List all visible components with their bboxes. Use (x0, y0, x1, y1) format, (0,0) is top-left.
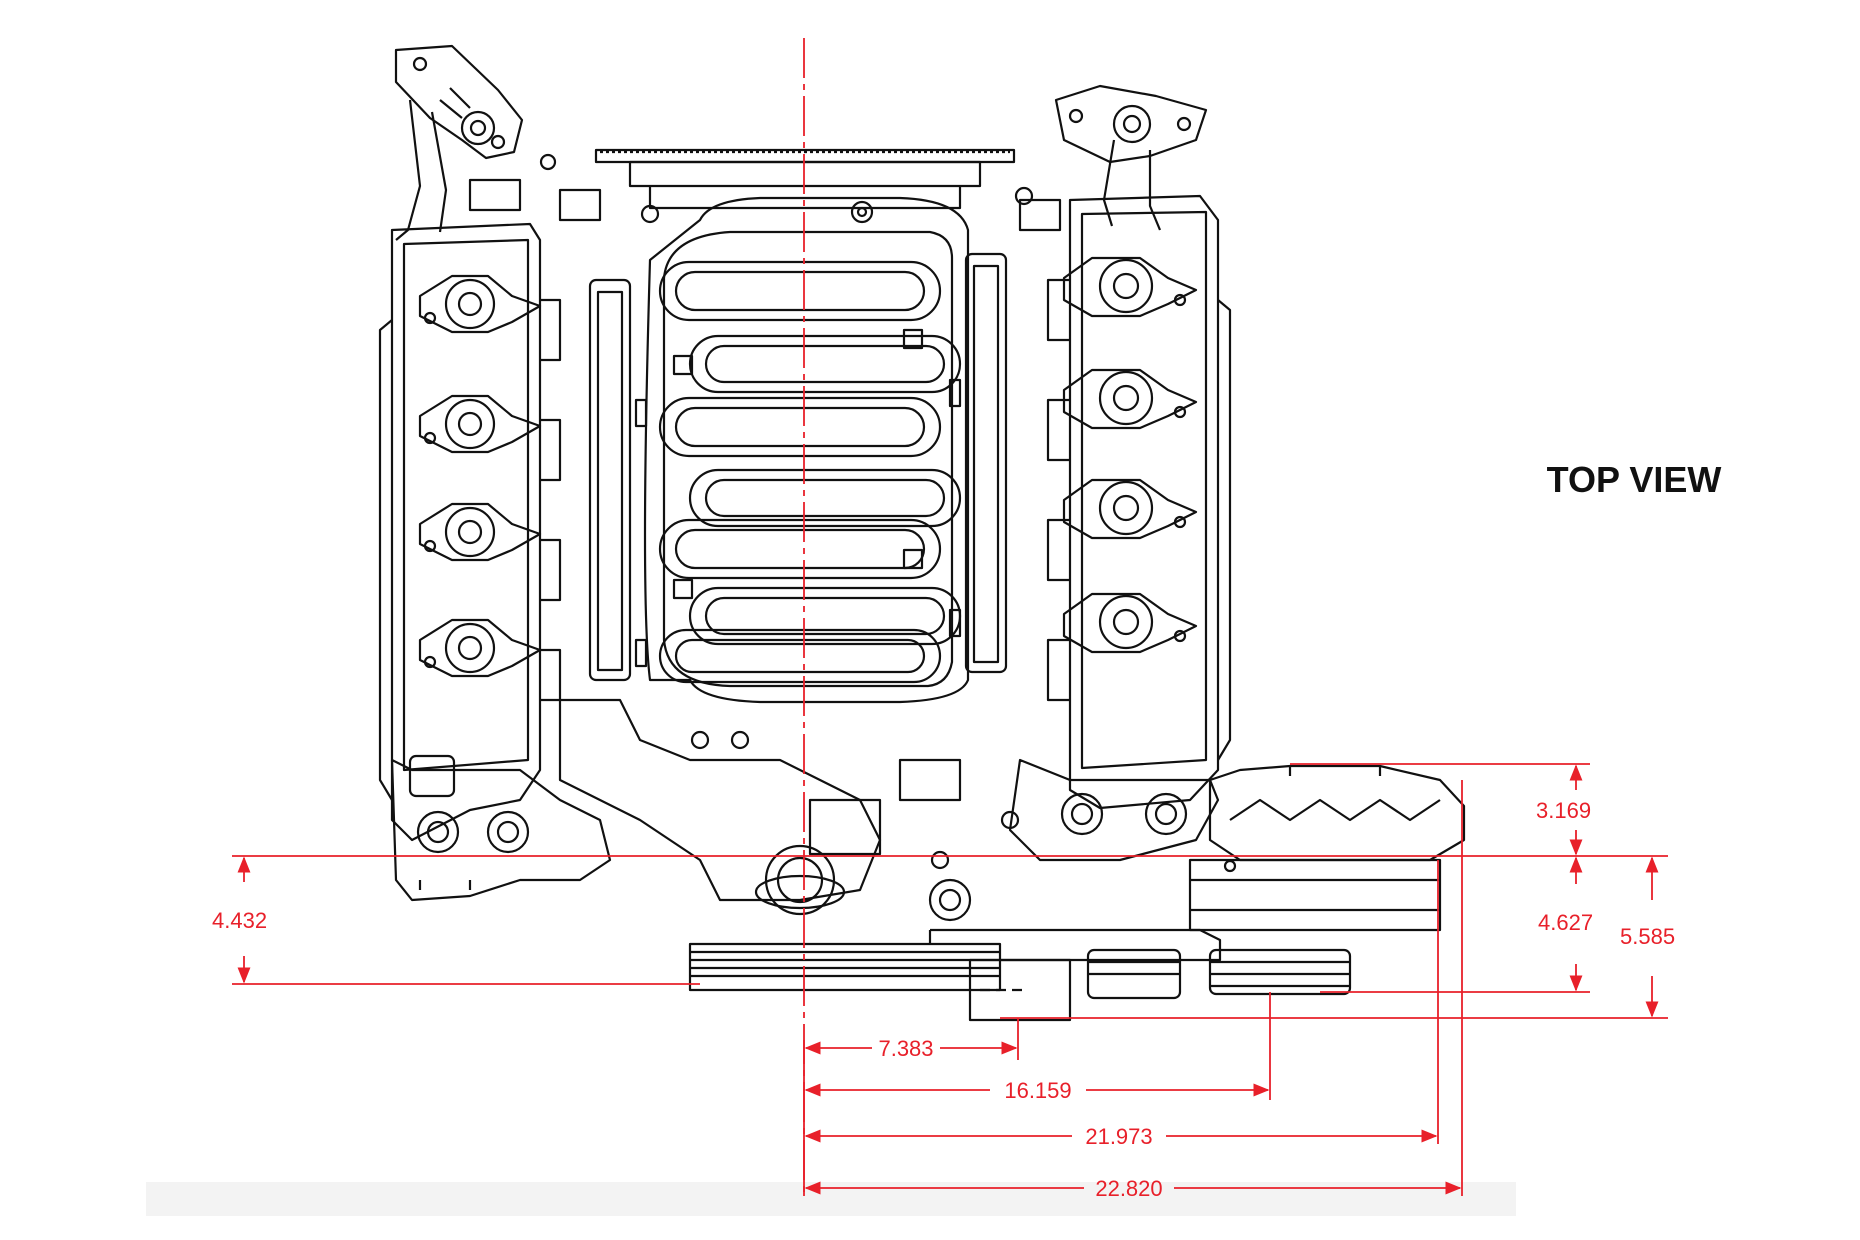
fuel-rails (588, 252, 1008, 682)
right-coil-packs (1062, 256, 1198, 654)
left-lower-block (390, 754, 612, 902)
right-exhaust-flange (1054, 84, 1208, 231)
belt-drive-housing (1188, 764, 1466, 932)
right-lower-block (1008, 758, 1220, 862)
intake-manifold (643, 196, 970, 704)
hardware-details (468, 153, 1062, 870)
dim-label-4432: 4.432 (212, 908, 267, 933)
flywheel-ring-gear (594, 148, 1016, 210)
view-label: TOP VIEW (1547, 459, 1722, 500)
left-exhaust-flange (394, 44, 524, 241)
dim-label-4627: 4.627 (1538, 910, 1593, 935)
intake-runners (658, 260, 962, 684)
dim-label-3169: 3.169 (1536, 798, 1591, 823)
dim-label-21973: 21.973 (1085, 1124, 1152, 1149)
right-cylinder-head (1046, 194, 1232, 810)
engine-outline (378, 44, 1466, 1022)
dimension-overlay (232, 38, 1668, 1196)
dim-label-7383: 7.383 (878, 1036, 933, 1061)
dim-label-16159: 16.159 (1004, 1078, 1071, 1103)
left-coil-packs (418, 274, 542, 678)
throttle-body-area (558, 698, 972, 922)
left-cylinder-head (378, 222, 562, 842)
dimension-labels: 3.169 4.627 5.585 4.432 7.383 16.159 21.… (212, 798, 1675, 1201)
dim-label-5585: 5.585 (1620, 924, 1675, 949)
dimension-arrows (237, 764, 1659, 1195)
lower-pulleys (688, 928, 1352, 1022)
dim-label-22820: 22.820 (1095, 1176, 1162, 1201)
